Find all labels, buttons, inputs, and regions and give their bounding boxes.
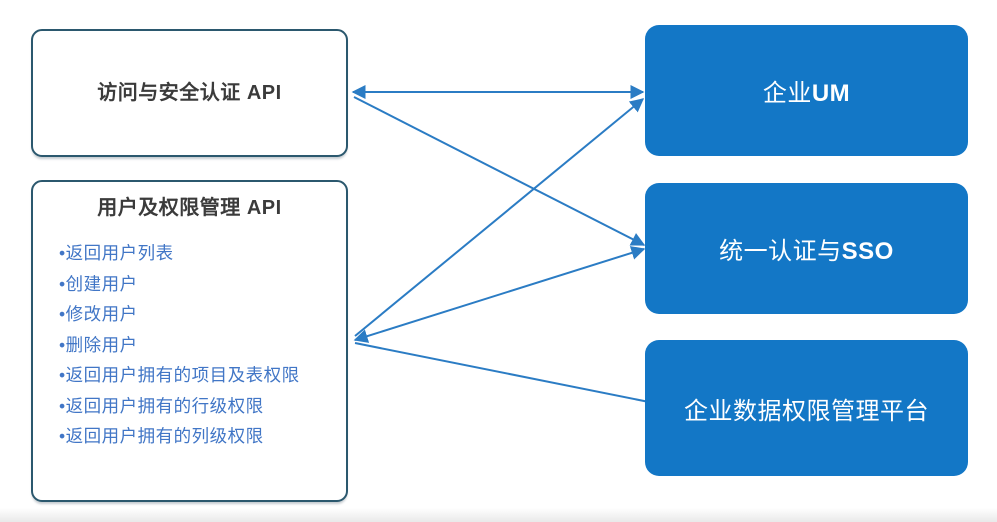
arrow-access-sso [353,96,646,246]
user-api-title: 用户及权限管理 API [97,197,282,219]
list-item: •返回用户拥有的列级权限 [59,426,264,446]
bottom-edge-shading [0,508,997,522]
user-api-method-list: •返回用户列表 •创建用户 •修改用户 •删除用户 •返回用户拥有的项目及表权限… [59,238,338,452]
sso-label-en: SSO [841,238,894,265]
data-platform-label-cn: 企业数据权限管理平台 [684,397,929,425]
arrow-user-um [354,98,645,337]
list-item: •返回用户列表 [59,243,174,263]
list-item: •修改用户 [59,304,138,324]
list-item: •删除用户 [59,334,138,355]
list-item: •创建用户 [59,273,138,294]
data-platform-label: 企业数据权限管理平台 [684,391,929,426]
access-api-box: 访问与安全认证 API [31,29,348,157]
enterprise-um-label-en: UM [811,80,851,107]
enterprise-um-node: 企业UM [645,25,968,156]
enterprise-um-label: 企业UM [763,73,850,108]
sso-label-cn: 统一认证与 [719,238,842,265]
sso-node: 统一认证与SSO [645,183,968,314]
enterprise-um-label-cn: 企业 [762,80,812,107]
arrow-user-sso [353,246,646,343]
list-item: •返回用户拥有的行级权限 [59,395,264,416]
access-api-title: 访问与安全认证 API [97,82,282,104]
list-item: •返回用户拥有的项目及表权限 [59,365,300,385]
sso-label: 统一认证与SSO [719,231,894,266]
arrow-user-platform [354,342,661,409]
data-platform-node: 企业数据权限管理平台 [645,340,968,476]
user-api-box: 用户及权限管理 API •返回用户列表 •创建用户 •修改用户 •删除用户 •返… [31,180,348,502]
